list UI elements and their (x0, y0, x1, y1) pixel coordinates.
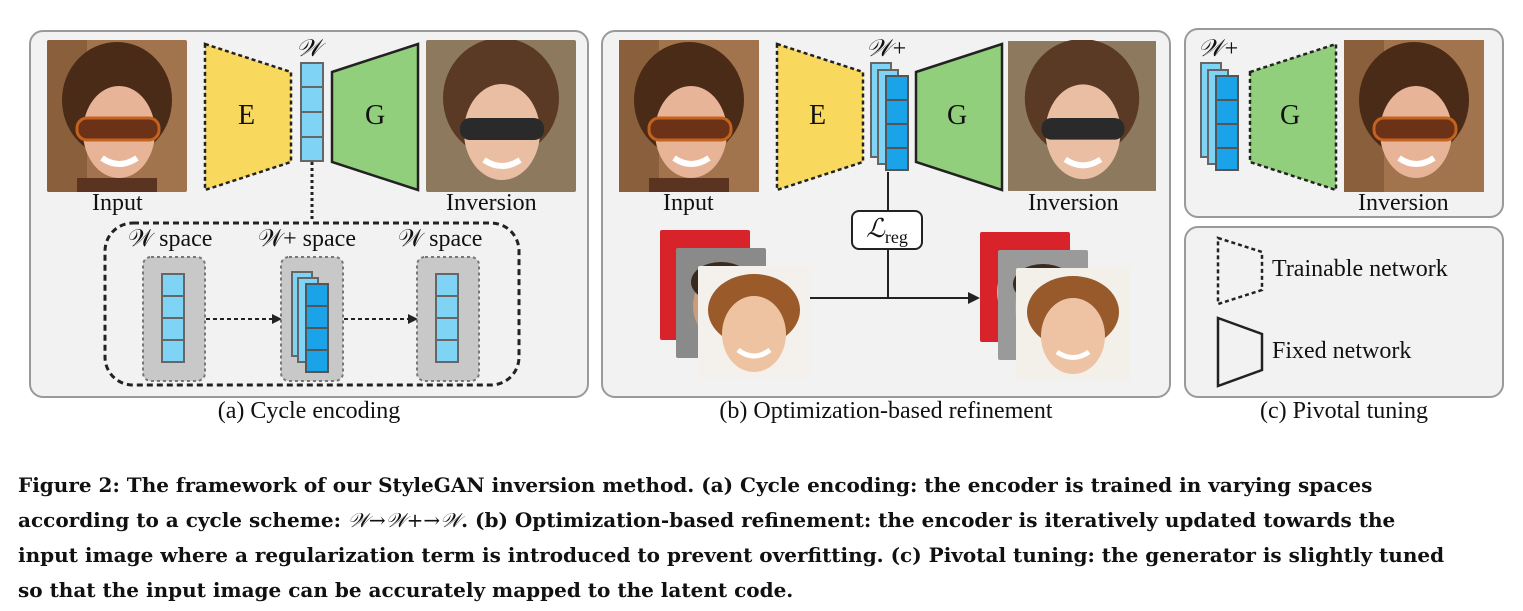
latent-code-wplus-c (1200, 62, 1239, 171)
caption-line-1: Figure 2: The framework of our StyleGAN … (18, 473, 1373, 497)
cycle-spaces-box (103, 221, 521, 387)
inversion-photo-c (1340, 40, 1488, 192)
caption-b: (b) Optimization-based refinement (719, 398, 1053, 424)
generator-trapezoid-c (1248, 42, 1338, 192)
loss-symbol: ℒ (866, 214, 885, 244)
trainable-network-icon (1216, 236, 1264, 306)
space-label-w-1: 𝒲 space (128, 226, 213, 252)
space-label-w-plus: 𝒲+ space (258, 226, 356, 252)
latent-w-label: 𝒲 (296, 36, 322, 62)
w-space-block-2 (416, 256, 480, 382)
caption-line-3: input image where a regularization term … (18, 543, 1445, 567)
fixed-network-icon (1216, 316, 1264, 388)
caption-line-2-pre: according to a cycle scheme: (18, 508, 348, 532)
output-photo-front (1016, 268, 1130, 380)
w-space-block-1 (142, 256, 206, 382)
legend-fixed-label: Fixed network (1272, 338, 1412, 364)
legend-trainable-label: Trainable network (1272, 256, 1448, 282)
input-label: Input (92, 190, 143, 216)
loss-reg-box: ℒreg (851, 210, 923, 250)
connector-line (310, 162, 314, 222)
latent-code-wplus-b (870, 62, 909, 171)
caption-line-2-post: . (b) Optimization-based refinement: the… (461, 508, 1396, 532)
caption-a: (a) Cycle encoding (217, 398, 401, 424)
caption-line-4: so that the input image can be accuratel… (18, 578, 794, 602)
input-photo-b (618, 40, 760, 192)
space-label-w-2: 𝒲 space (398, 226, 483, 252)
generator-label-c: G (1280, 100, 1301, 131)
input-photo (47, 40, 187, 192)
encoder-trapezoid (203, 42, 293, 192)
generator-label: G (365, 100, 386, 131)
input-label-b: Input (663, 190, 714, 216)
arrow-w-to-wplus (206, 314, 282, 324)
refinement-arrow (810, 292, 980, 304)
inversion-photo-b (1008, 40, 1156, 192)
caption-line-2: according to a cycle scheme: 𝒲→𝒲+→𝒲. (b)… (18, 503, 1508, 538)
inversion-label-b: Inversion (1028, 190, 1119, 216)
generator-trapezoid-b (914, 42, 1004, 192)
generator-label-b: G (947, 100, 968, 131)
caption-c: (c) Pivotal tuning (1260, 398, 1428, 424)
inversion-label-c: Inversion (1358, 190, 1449, 216)
generator-trapezoid (330, 42, 420, 192)
loss-to-junction-line (887, 250, 889, 298)
figure-caption: Figure 2: The framework of our StyleGAN … (18, 468, 1508, 608)
arrow-wplus-to-w (344, 314, 418, 324)
encoder-trapezoid-b (775, 42, 865, 192)
latent-to-loss-line (887, 172, 889, 212)
legend-panel (1184, 226, 1504, 398)
inversion-photo (426, 40, 576, 192)
caption-line-2-math: 𝒲→𝒲+→𝒲 (347, 508, 462, 532)
encoder-label: E (238, 100, 256, 131)
w-plus-space-block (280, 256, 344, 382)
training-photo-front (698, 266, 810, 378)
loss-subscript: reg (884, 227, 908, 248)
latent-wplus-label-b: 𝒲+ (866, 36, 908, 62)
encoder-label-b: E (809, 100, 827, 131)
latent-code-w (300, 62, 324, 162)
latent-wplus-label-c: 𝒲+ (1198, 36, 1240, 62)
inversion-label: Inversion (446, 190, 537, 216)
